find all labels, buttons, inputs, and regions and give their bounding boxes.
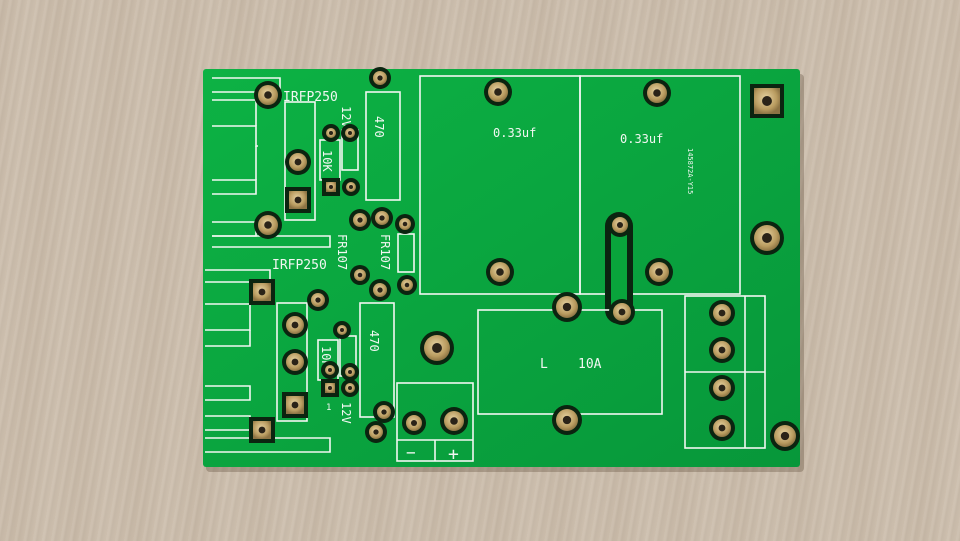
minus-label: − <box>406 443 416 462</box>
cap-right-footprint <box>579 75 741 295</box>
diode-pad-3-hole <box>402 221 408 227</box>
q2-pad-top-hole <box>315 297 321 303</box>
r10k-bot-pad-1-hole <box>328 368 332 372</box>
q1-pad-3-hole <box>294 196 302 204</box>
fr107-right-label: FR107 <box>378 234 392 270</box>
q2-pad-1-hole <box>258 288 266 296</box>
cap-code-label: 145872A-Y15 <box>686 148 694 194</box>
r470-bot-pad-2-hole <box>373 429 379 435</box>
out-pad-4-hole <box>718 424 726 432</box>
r470-top-label: 470 <box>372 116 386 138</box>
q2-label: IRFP250 <box>272 258 327 273</box>
diode-pad-4-hole <box>357 272 363 278</box>
fr107-body <box>397 233 415 273</box>
zener-bot-pad-1-hole <box>340 328 344 332</box>
r10k-bot-pad-2-hole <box>328 386 332 390</box>
heatsink-outline-top <box>212 77 331 248</box>
mount-hole-right-hole <box>762 233 772 243</box>
cap-left-pad-2-hole <box>496 268 504 276</box>
v12-bottom-label: 12V <box>339 402 353 424</box>
fr107-left-label: FR107 <box>335 234 349 270</box>
zener-top-pad-1-hole <box>348 131 352 135</box>
q1-pad-2-hole <box>294 158 302 166</box>
diode-pad-5-hole <box>377 287 383 293</box>
diode-pad-2-hole <box>379 215 385 221</box>
r10k-top-pad-1-hole <box>329 131 333 135</box>
diode-pad-1-hole <box>357 217 363 223</box>
r470-bottom-label: 470 <box>367 330 381 352</box>
r470-top-pad-1-hole <box>377 75 383 81</box>
q2-pad-5-hole <box>258 426 266 434</box>
zener-bot-pad-3-hole <box>348 386 352 390</box>
q1-pad-1-hole <box>264 91 272 99</box>
zener-bot-pad-2-hole <box>348 370 352 374</box>
q1-label: IRFP250 <box>283 90 338 105</box>
plus-label: + <box>448 444 459 465</box>
r10k-top-label: 10K <box>320 150 334 172</box>
power-pad-plus-hole <box>450 417 458 425</box>
q2-pad-2-hole <box>291 321 299 329</box>
inductor-value-label: 10A <box>578 357 602 372</box>
mount-hole-bottom-right-hole <box>780 431 790 441</box>
out-pad-3-hole <box>718 384 726 392</box>
cap-left-pad-1-hole <box>494 88 502 96</box>
r470-top-footprint <box>365 91 401 201</box>
cap-right-pad-2-hole <box>655 268 663 276</box>
pads-layer <box>249 67 800 451</box>
inductor-l-label: L <box>540 357 548 372</box>
power-pad-minus-hole <box>410 419 418 427</box>
q1-pad-4-hole <box>264 221 272 229</box>
out-pad-1-hole <box>718 309 726 317</box>
inductor-pad-2-hole <box>562 415 572 425</box>
diode-pad-6-hole <box>404 282 410 288</box>
v12-top-label: 12V <box>339 106 353 128</box>
q2-pad-4-hole <box>291 401 299 409</box>
slot-trace-inner <box>611 220 627 316</box>
cap-left-label: 0.33uf <box>493 126 536 140</box>
q1-footprint <box>284 101 316 221</box>
mount-hole-center-hole <box>432 343 442 353</box>
q2-pad-3-hole <box>291 358 299 366</box>
inductor-pad-1-hole <box>562 302 572 312</box>
cap-right-label: 0.33uf <box>620 132 663 146</box>
zener-top-pad-2-hole <box>349 185 353 189</box>
slot-pad-top-hole <box>616 221 624 229</box>
pin-one-bottom: 1 <box>326 403 331 413</box>
out-pad-2-hole <box>718 346 726 354</box>
cap-right-pad-1-hole <box>653 89 661 97</box>
mount-hole-top-right-hole <box>762 96 772 106</box>
r10k-top-pad-2-hole <box>329 185 333 189</box>
slot-pad-bottom-hole <box>618 308 626 316</box>
r470-bot-pad-1-hole <box>381 409 387 415</box>
